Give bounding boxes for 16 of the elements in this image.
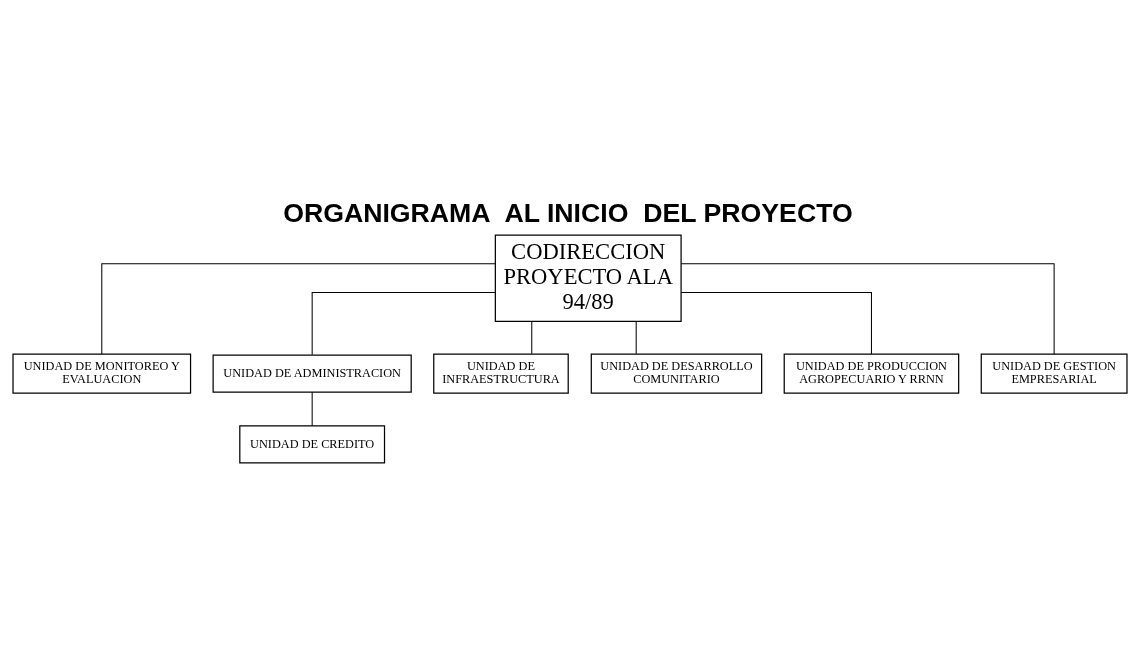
node-box: UNIDAD DE CREDITO — [239, 424, 386, 463]
connector — [680, 291, 872, 354]
diagram-title: ORGANIGRAMA AL INICIO DEL PROYECTO — [283, 197, 853, 228]
connector — [531, 320, 533, 354]
node-box: UNIDAD DE INFRAESTRUCTURA — [433, 353, 569, 394]
node-box: UNIDAD DE GESTION EMPRESARIAL — [980, 353, 1128, 394]
node-box: CODIRECCION PROYECTO ALA 94/89 — [494, 233, 682, 322]
node-box: UNIDAD DE ADMINISTRACION — [212, 354, 412, 393]
node-box: UNIDAD DE DESARROLLO COMUNITARIO — [590, 353, 763, 394]
connector — [635, 320, 637, 354]
connector — [311, 291, 496, 355]
connector — [680, 262, 1055, 354]
node-box: UNIDAD DE PRODUCCION AGROPECUARIO Y RRNN — [783, 353, 960, 394]
connector — [101, 262, 496, 354]
node-box: UNIDAD DE MONITOREO Y EVALUACION — [12, 353, 192, 394]
connector — [311, 391, 313, 426]
